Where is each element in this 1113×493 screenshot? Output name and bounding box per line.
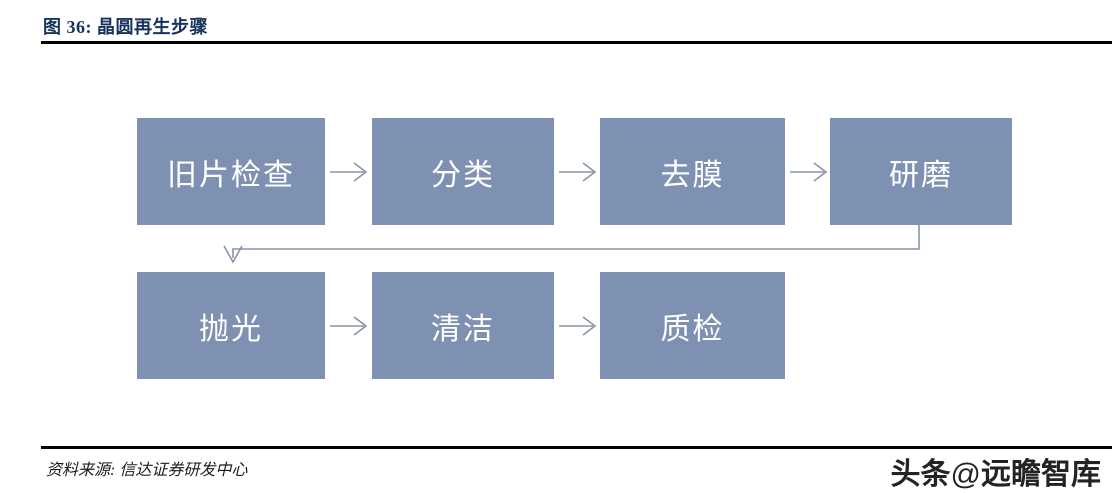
- arrow-elbow-icon-grind-to-polish: [190, 222, 950, 270]
- source-note: 资料来源: 信达证券研发中心: [46, 462, 248, 479]
- flow-node-label: 质检: [660, 312, 725, 346]
- flow-node-label: 去膜: [660, 158, 725, 192]
- arrow-right-icon-inspect-to-sort: [328, 160, 370, 184]
- flow-node-inspect[interactable]: 旧片检查: [137, 118, 325, 225]
- flow-node-label: 分类: [431, 158, 495, 192]
- footer-divider: [41, 446, 1112, 449]
- arrow-right-icon-sort-to-strip: [557, 160, 599, 184]
- figure-title: 图 36: 晶圆再生步骤: [43, 17, 208, 37]
- watermark-at-label: @: [950, 458, 981, 491]
- title-divider: [41, 41, 1112, 44]
- flow-node-strip[interactable]: 去膜: [600, 118, 785, 225]
- flow-node-polish[interactable]: 抛光: [137, 272, 325, 379]
- flow-node-sort[interactable]: 分类: [372, 118, 554, 225]
- arrow-right-icon-polish-to-clean: [328, 314, 370, 338]
- flow-node-label: 旧片检查: [167, 158, 295, 192]
- flow-node-clean[interactable]: 清洁: [372, 272, 554, 379]
- arrow-right-icon-clean-to-qc: [557, 314, 599, 338]
- flow-node-label: 研磨: [889, 158, 953, 192]
- watermark-brand-label: 头条: [890, 458, 951, 491]
- arrow-right-icon-strip-to-grind: [788, 160, 830, 184]
- flow-node-label: 抛光: [199, 312, 263, 346]
- flow-node-grind[interactable]: 研磨: [830, 118, 1012, 225]
- watermark: 头条@远瞻智库: [891, 449, 1101, 493]
- watermark-account-label: 远瞻智库: [981, 458, 1101, 491]
- flow-node-qc[interactable]: 质检: [600, 272, 785, 379]
- flow-node-label: 清洁: [431, 312, 495, 346]
